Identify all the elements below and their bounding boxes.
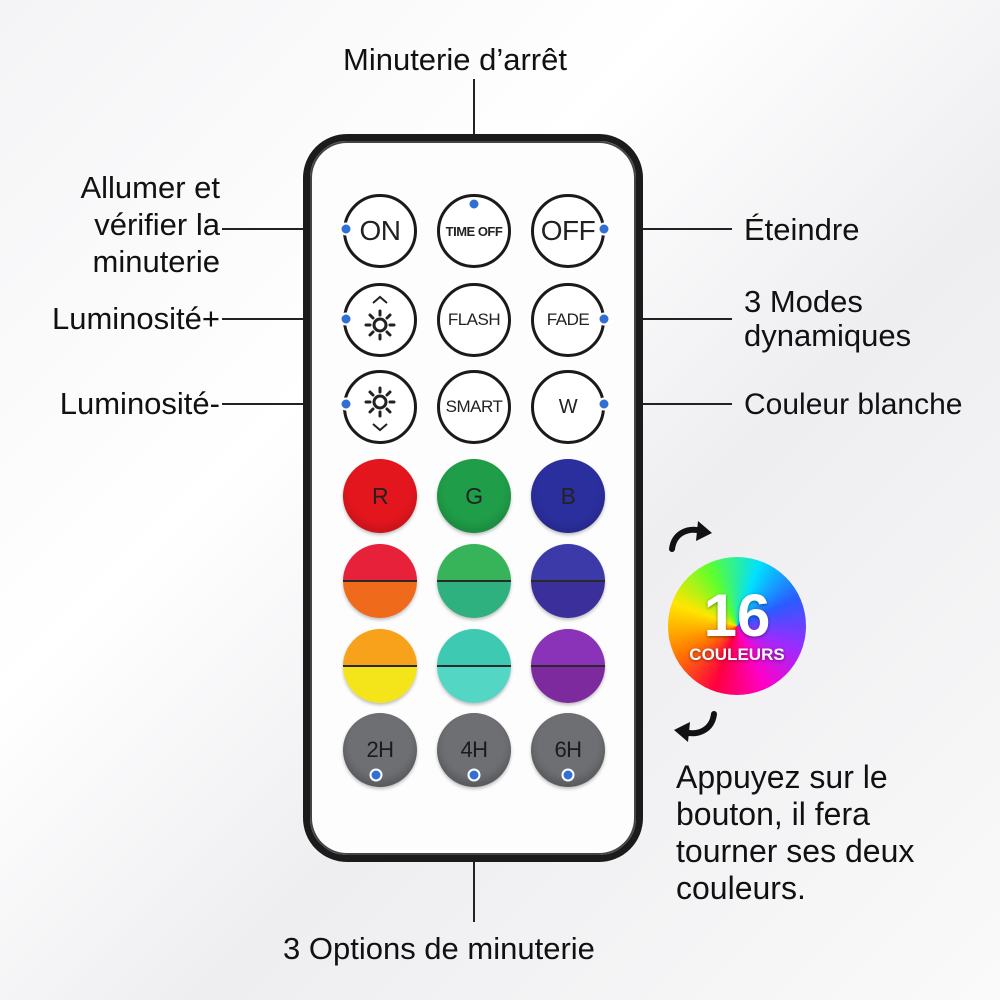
red-button-label: R xyxy=(371,482,389,509)
blue-button-label: B xyxy=(560,482,576,509)
smart-button-label: SMART xyxy=(445,397,503,416)
color-button-red-orange[interactable] xyxy=(343,544,417,618)
off-button-label: OFF xyxy=(540,215,596,246)
green-button-label: G xyxy=(465,482,483,509)
fade-button-label: FADE xyxy=(546,310,590,329)
label-timer-off: Minuterie d’arrêt xyxy=(343,42,567,77)
label-on-line1: Allumer et xyxy=(80,170,220,205)
label-brightness-down: Luminosité- xyxy=(59,386,220,421)
color-button-purple[interactable] xyxy=(531,629,605,703)
label-timer-options: 3 Options de minuterie xyxy=(283,931,595,966)
sixteen-colors-badge: 16 COULEURS xyxy=(668,557,806,695)
rotate-arrow-top-icon xyxy=(669,521,712,552)
label-modes-line1: 3 Modes xyxy=(744,284,863,319)
brightness-up-icon xyxy=(364,295,396,341)
white-button-label: W xyxy=(558,395,578,418)
on-button-label: ON xyxy=(359,215,402,246)
note-line1: Appuyez sur le xyxy=(676,759,888,795)
timer-6h-label: 6H xyxy=(554,737,582,762)
flash-button[interactable]: FLASH xyxy=(437,283,511,357)
label-on-line2: vérifier la xyxy=(94,207,220,242)
label-modes-line2: dynamiques xyxy=(744,318,912,353)
label-brightness-up: Luminosité+ xyxy=(51,301,220,336)
color-button-green-mint[interactable] xyxy=(437,544,511,618)
blue-button[interactable]: B xyxy=(531,459,605,533)
label-on-line3: minuterie xyxy=(92,244,221,279)
badge-word: COULEURS xyxy=(689,645,785,664)
color-button-orange-yellow[interactable] xyxy=(343,629,417,703)
note-line3: tourner ses deux xyxy=(676,833,915,869)
note-line4: couleurs. xyxy=(676,870,806,906)
label-white: Couleur blanche xyxy=(744,388,963,421)
color-button-teal[interactable] xyxy=(437,629,511,703)
rotate-arrow-bottom-icon xyxy=(674,711,717,742)
time-off-button-label: TIME OFF xyxy=(445,223,503,239)
white-button[interactable]: W xyxy=(531,370,605,444)
fade-button[interactable]: FADE xyxy=(531,283,605,357)
timer-2h-label: 2H xyxy=(366,737,394,762)
flash-button-label: FLASH xyxy=(447,310,501,329)
remote-control: ON TIME OFF OFF FLASH FADE xyxy=(303,134,643,862)
timer-4h-label: 4H xyxy=(460,737,488,762)
color-button-indigo[interactable] xyxy=(531,544,605,618)
smart-button[interactable]: SMART xyxy=(437,370,511,444)
label-off: Éteindre xyxy=(744,212,860,247)
badge-number: 16 xyxy=(703,582,771,649)
color-cycle-note: Appuyez sur le bouton, il fera tourner s… xyxy=(676,759,914,907)
note-line2: bouton, il fera xyxy=(676,796,870,832)
red-button[interactable]: R xyxy=(343,459,417,533)
brightness-down-icon xyxy=(364,386,396,432)
green-button[interactable]: G xyxy=(437,459,511,533)
